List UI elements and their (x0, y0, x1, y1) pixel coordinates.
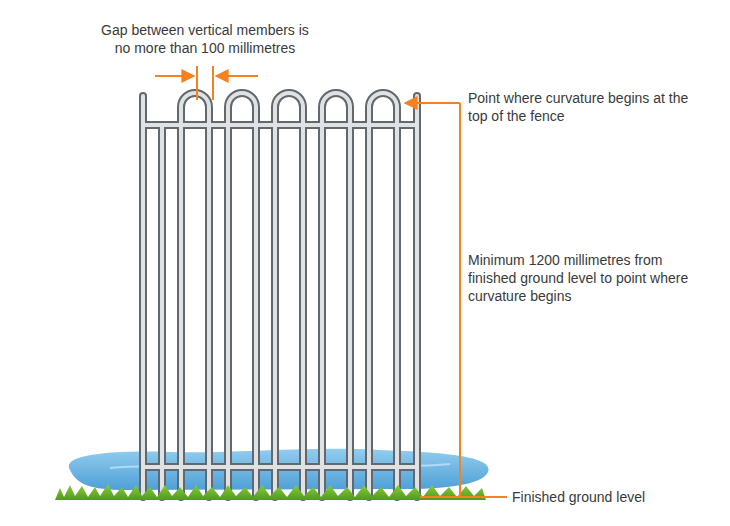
ground-level-label: Finished ground level (512, 488, 722, 506)
dimension-leaders (155, 66, 507, 497)
gap-dimension-label: Gap between vertical members is no more … (95, 21, 315, 57)
fence (143, 93, 417, 497)
height-dimension-label: Minimum 1200 millimetres from finished g… (468, 251, 703, 305)
curvature-point-label: Point where curvature begins at the top … (468, 89, 708, 125)
